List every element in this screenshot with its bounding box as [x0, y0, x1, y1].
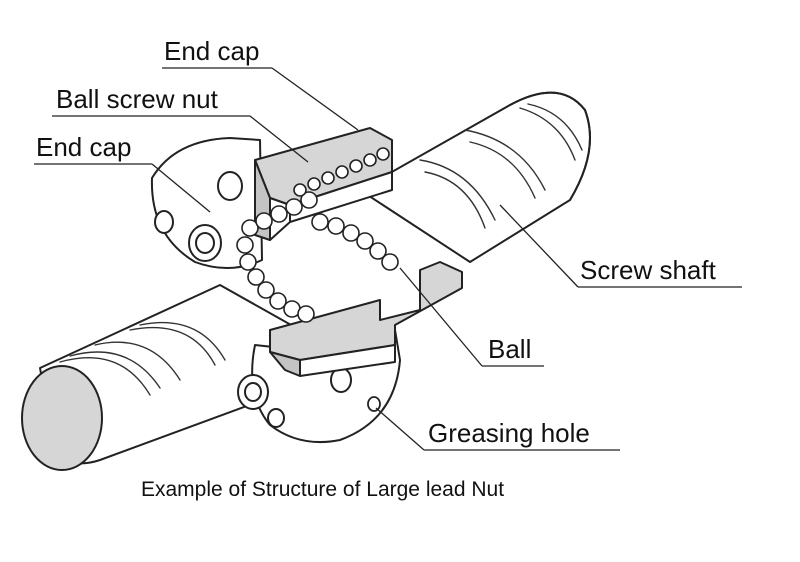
shaft-end-face [21, 365, 103, 471]
label-ball-screw-nut: Ball screw nut [56, 84, 219, 114]
diagram-caption: Example of Structure of Large lead Nut [141, 478, 504, 501]
label-screw-shaft: Screw shaft [580, 255, 717, 285]
label-ball: Ball [488, 334, 531, 364]
end-cap-left-part [150, 137, 263, 270]
leader-lines [34, 67, 742, 451]
front-nut-block [269, 261, 463, 377]
label-end-cap-top: End cap [164, 36, 259, 66]
label-greasing-hole: Greasing hole [428, 418, 590, 448]
ball-screw-nut-part [254, 127, 393, 241]
screw-shaft-right [359, 91, 591, 263]
balls [236, 147, 399, 323]
greasing-hole [367, 396, 381, 412]
label-end-cap-left: End cap [36, 132, 131, 162]
